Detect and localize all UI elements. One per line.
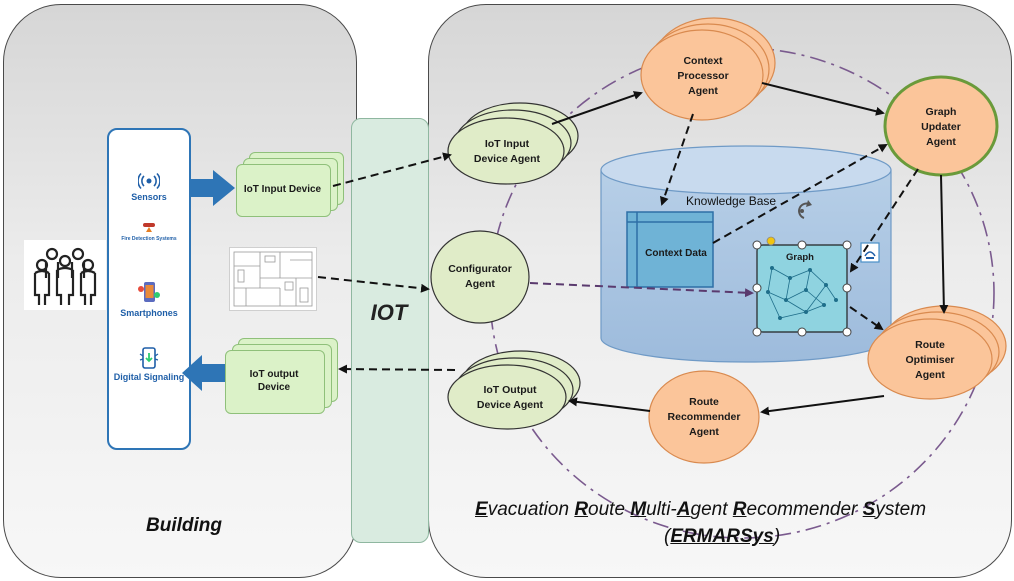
sensors-label: Sensors	[131, 192, 167, 202]
digital-signaling-label: Digital Signaling	[113, 372, 185, 382]
device-strip: Sensors Fire Detection Systems Smartphon…	[107, 128, 191, 450]
context-data-label: Context Data	[645, 247, 707, 259]
people-icon	[33, 247, 97, 305]
iot-input-agent-label: IoT Input Device Agent	[473, 138, 541, 165]
graph-label: Graph	[786, 251, 814, 263]
blue-arrows	[182, 170, 235, 391]
smartphone-icon	[138, 282, 160, 302]
device-fire-detection: Fire Detection Systems	[109, 222, 189, 242]
title-initial-s: S	[862, 499, 876, 520]
system-title-line1: Evacuation Route Multi-Agent Recommender…	[475, 499, 926, 521]
smartphones-label: Smartphones	[120, 308, 178, 318]
route-optimiser-agent-label: Route Optimiser Agent	[905, 338, 955, 381]
title-part-gent: gent	[690, 499, 733, 520]
arrow-updater-to-graph	[849, 168, 919, 273]
digital-sign-icon	[139, 347, 159, 369]
iot-label: IOT	[370, 300, 408, 325]
arrow-updater-to-optimiser	[939, 174, 949, 314]
device-digital-signaling: Digital Signaling	[109, 346, 189, 382]
context-data-box	[626, 211, 714, 288]
title-part-ystem: ystem	[875, 499, 927, 520]
context-processor-agent-shape	[640, 17, 776, 121]
arrow-data-to-updater	[712, 144, 888, 244]
iot-output-device-label: IoT output Device	[249, 369, 299, 393]
wifi-signal-icon	[138, 172, 160, 190]
iot-output-agent-shape	[447, 350, 581, 430]
iot-output-device-box	[225, 350, 325, 414]
arrow-input-to-context	[551, 91, 643, 125]
system-title-line2: (ERMARSys)	[664, 526, 781, 547]
iot-input-device-label: IoT Input Device	[243, 184, 322, 195]
route-recommender-agent-shape	[648, 370, 760, 464]
rotate-handle-icon	[798, 200, 812, 219]
configurator-agent-shape	[430, 230, 530, 324]
solid-arrows	[551, 82, 949, 416]
title-initial-r: R	[574, 499, 589, 520]
blue-arrow-left	[182, 355, 225, 391]
title-initial-m: M	[630, 499, 647, 520]
route-recommender-agent-label: Route Recommender Agent	[667, 395, 741, 438]
graph-updater-agent-label: Graph Updater Agent	[921, 105, 961, 148]
layout-options-icon	[860, 242, 880, 263]
title-initial-a: A	[676, 499, 691, 520]
arrow-output-agent-to-device	[338, 364, 456, 374]
system-acronym: ERMARSys	[670, 526, 774, 547]
arrow-graph-to-optimiser	[849, 306, 884, 331]
device-smartphones: Smartphones	[109, 280, 189, 318]
arrow-optimiser-to-recommender	[760, 395, 885, 416]
arrow-device-to-input-agent	[332, 152, 452, 187]
iot-input-agent-shape	[447, 102, 579, 185]
arrow-recommender-to-output	[568, 397, 651, 412]
fire-detection-label: Fire Detection Systems	[121, 236, 177, 242]
context-processor-agent-label: Context Processor Agent	[677, 54, 729, 97]
route-optimiser-agent-shape	[867, 305, 1007, 400]
title-part-oute: oute	[588, 499, 631, 520]
configurator-agent-label: Configurator Agent	[448, 263, 512, 290]
iot-output-agent-label: IoT Output Device Agent	[476, 384, 544, 411]
blue-arrow-right	[190, 170, 235, 206]
device-sensors: Sensors	[109, 172, 189, 202]
graph-box	[752, 236, 852, 337]
arrow-configurator-to-graph	[529, 282, 754, 298]
arrow-context-agent-to-data	[660, 113, 694, 206]
arrow-plan-to-configurator	[317, 276, 430, 293]
iot-input-device-box	[236, 164, 331, 217]
knowledge-base-label: Knowledge Base	[686, 194, 777, 208]
arrow-context-to-updater	[761, 82, 885, 116]
people-group	[24, 240, 106, 310]
iot-band	[351, 118, 429, 543]
title-part-ulti: ulti-	[646, 499, 677, 520]
title-part-ecommender: ecommender	[746, 499, 863, 520]
dashed-arrows	[317, 113, 919, 374]
floor-plan-image	[229, 247, 317, 311]
fire-detector-icon	[143, 223, 155, 232]
title-part-vacuation: vacuation	[487, 499, 575, 520]
building-label: Building	[146, 515, 222, 536]
title-initial-r2: R	[732, 499, 747, 520]
title-initial-e: E	[475, 499, 488, 520]
